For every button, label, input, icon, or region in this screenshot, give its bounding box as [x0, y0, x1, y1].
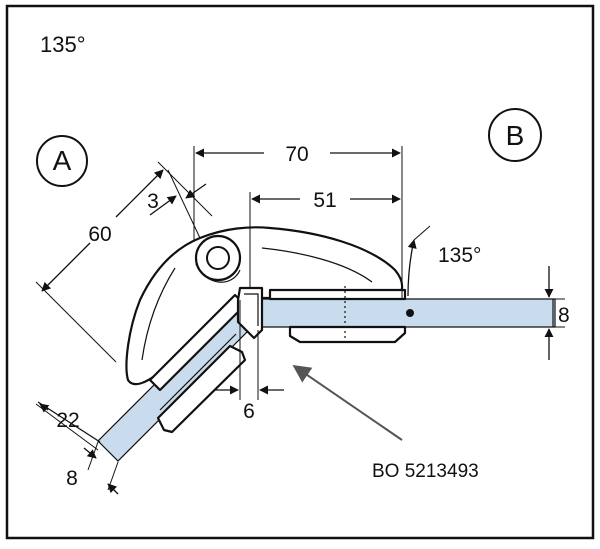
angle-135-indicator: 135° — [407, 225, 481, 297]
svg-text:70: 70 — [285, 143, 308, 166]
dimension-22: 22 — [35, 401, 101, 451]
svg-text:8: 8 — [66, 467, 78, 490]
dimension-51: 51 — [249, 189, 401, 288]
hinge-corner-block — [236, 286, 264, 340]
pivot-point — [406, 309, 414, 317]
svg-text:A: A — [53, 145, 72, 176]
svg-text:B: B — [506, 120, 525, 151]
drawing-frame — [5, 4, 595, 540]
svg-text:6: 6 — [243, 400, 255, 423]
svg-text:3: 3 — [147, 190, 159, 213]
side-a-marker: A — [36, 135, 88, 187]
dimension-6: 6 — [214, 300, 284, 423]
clamp-back-plate-b — [288, 325, 407, 344]
svg-text:135°: 135° — [438, 244, 481, 267]
article-pointer-arrow — [292, 364, 403, 441]
svg-text:51: 51 — [313, 189, 336, 212]
clamp-back-plate-a — [156, 344, 247, 434]
side-b-marker: B — [488, 108, 542, 162]
dimension-8-right: 8 — [527, 266, 570, 360]
angle-title: 135° — [40, 32, 86, 57]
hinge-pivot-pin — [194, 234, 242, 283]
clamp-plate-b — [268, 288, 407, 301]
article-code: BO 5213493 — [372, 461, 479, 482]
svg-text:60: 60 — [88, 223, 111, 246]
svg-text:8: 8 — [558, 304, 570, 327]
dimension-60: 60 — [35, 161, 213, 363]
dimension-3: 3 — [147, 169, 207, 239]
svg-text:22: 22 — [56, 409, 79, 432]
dimension-8-left: 8 — [66, 441, 119, 495]
